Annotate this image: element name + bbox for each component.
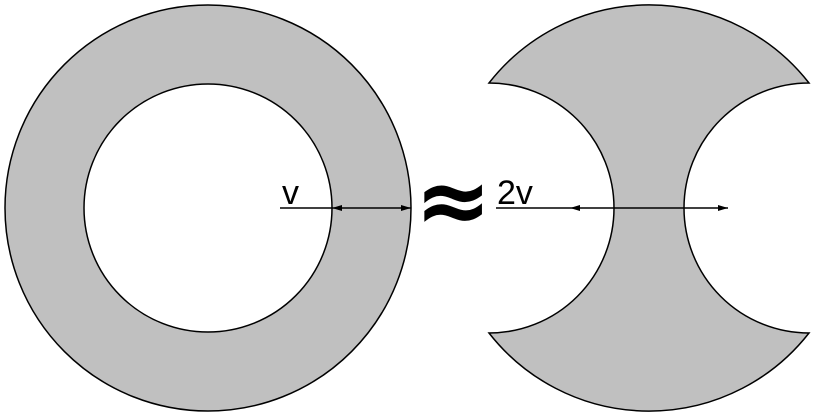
approx-symbol: ≈ bbox=[414, 147, 491, 254]
width-label: 2v bbox=[497, 174, 533, 212]
annulus-ring bbox=[4, 4, 412, 412]
thickness-label: v bbox=[282, 174, 299, 212]
